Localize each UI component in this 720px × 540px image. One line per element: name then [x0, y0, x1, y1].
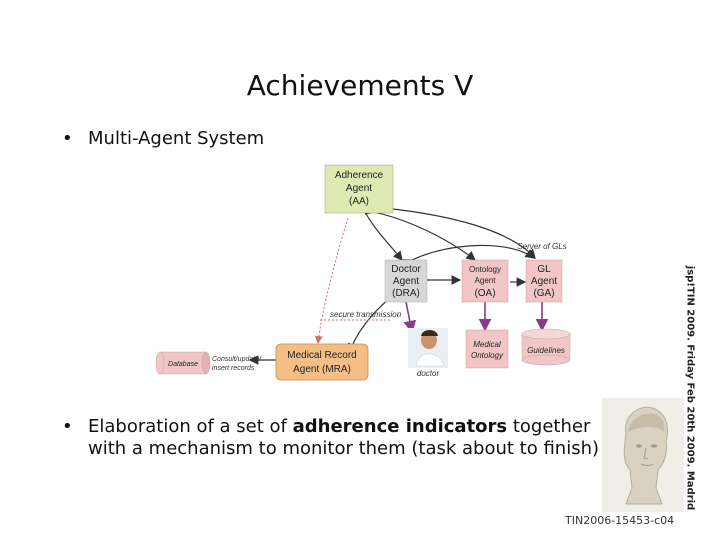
adherence-agent-node: Adherence Agent (AA) [324, 164, 394, 214]
diagram-connectors [248, 202, 549, 365]
database-icon: Database [155, 351, 211, 375]
bullet-text-start: Elaboration of a set of [88, 416, 293, 437]
arrow-dra-doctor [403, 301, 417, 334]
oa-line-1: Ontology [469, 265, 501, 274]
conference-side-label: jsp!TIN 2009. Friday Feb 20th 2009. Madr… [684, 265, 696, 511]
statue-head-icon [623, 406, 668, 505]
bullet-text-bold: adherence indicators [292, 416, 508, 437]
arrow-aa-ga [375, 202, 536, 259]
guidelines-label: Guidelines [527, 346, 565, 355]
slide-title: Achievements V [246, 68, 474, 102]
arrow-aa-mra-secure [314, 217, 349, 344]
ga-line-2: Agent [531, 276, 557, 287]
consult-label-2: insert records [212, 365, 255, 372]
ga-line-3: (GA) [533, 288, 554, 299]
medical-ontology-line-1: Medical [473, 340, 501, 349]
multi-agent-system-diagram: Adherence Agent (AA) Server of GLs Docto… [155, 164, 571, 381]
dra-line-3: (DRA) [392, 288, 420, 299]
dra-line-1: Doctor [391, 264, 421, 275]
guidelines-icon: Guidelines [521, 328, 571, 366]
arrow-aa-oa [364, 205, 476, 261]
mra-line-2: Agent (MRA) [293, 364, 351, 375]
ga-line-1: GL [537, 264, 551, 275]
medical-ontology-node: Medical Ontology [465, 329, 509, 369]
secure-transmission-label: secure transmission [330, 310, 402, 319]
oa-line-2: Agent [475, 276, 497, 285]
arrow-aa-dra [356, 202, 403, 261]
bullet-dot: • [62, 416, 73, 437]
server-of-gls-label: Server of GLs [517, 242, 566, 251]
mra-line-1: Medical Record [287, 350, 356, 361]
ontology-agent-node: Ontology Agent (OA) [461, 259, 509, 303]
bullet-text-end: together with a mechanism to monitor the… [88, 416, 600, 459]
aa-line-2: Agent [346, 183, 372, 194]
aa-line-3: (AA) [349, 196, 369, 207]
medical-record-agent-node: Medical Record Agent (MRA) [275, 343, 369, 381]
bullet-text: Elaboration of a set of adherence indica… [88, 416, 628, 460]
conference-side-text: jsp!TIN 2009. Friday Feb 20th 2009. Madr… [678, 266, 702, 510]
arrow-dra-ga [402, 244, 535, 268]
oa-line-3: (OA) [474, 288, 495, 299]
medical-ontology-line-2: Ontology [471, 351, 504, 360]
bullet-text: Multi-Agent System [88, 128, 265, 149]
consult-label-1: Consult/update/ [212, 356, 262, 363]
doctor-icon: doctor [408, 328, 448, 378]
bullet-dot: • [62, 128, 73, 149]
project-code-footer: TIN2006-15453-c04 [565, 514, 675, 527]
aa-line-1: Adherence [335, 170, 384, 181]
dra-line-2: Agent [393, 276, 419, 287]
database-label: Database [168, 361, 198, 368]
doctor-label: doctor [417, 369, 440, 378]
gl-agent-node: GL Agent (GA) [525, 259, 563, 303]
doctor-agent-node: Doctor Agent (DRA) [384, 259, 428, 303]
